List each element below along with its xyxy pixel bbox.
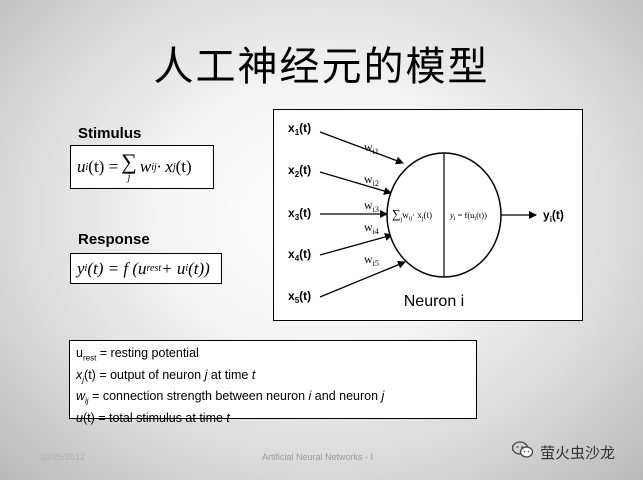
legend-line-1: urest = resting potential xyxy=(76,345,470,367)
eq-lhs-sub: i xyxy=(85,161,89,173)
legend-x-t: (t) xyxy=(84,367,96,382)
legend-w-sub: ij xyxy=(85,396,89,406)
legend-line1-text: = resting potential xyxy=(96,346,199,360)
resp-u-sub: i xyxy=(185,263,189,274)
legend-i: i xyxy=(308,389,312,403)
eq-w: w xyxy=(139,157,152,176)
resp-lhs-sub: i xyxy=(84,263,88,274)
weight-label-4: wi4 xyxy=(364,220,379,236)
sum-index: j xyxy=(127,172,131,183)
legend-x-sub: j xyxy=(82,375,85,384)
legend-line-2: xj(t) = output of neuron j at time t xyxy=(76,367,470,389)
legend-line3-text: = connection strength between neuron xyxy=(88,389,309,403)
input-arrow-2 xyxy=(319,171,392,195)
input-label-3: x3(t) xyxy=(288,206,311,222)
eq-lhs: u xyxy=(77,157,86,176)
neuron-label: Neuron i xyxy=(404,293,464,310)
weight-label-2: wi2 xyxy=(364,172,379,188)
legend-u2: u xyxy=(76,410,83,425)
slide-title: 人工神经元的模型 xyxy=(153,44,490,90)
eq-x-sub: j xyxy=(172,161,176,173)
legend-line-3: wij = connection strength between neuron… xyxy=(76,388,470,410)
legend-j: j xyxy=(204,367,208,382)
input-arrow-4 xyxy=(319,233,393,256)
wechat-icon xyxy=(511,441,534,463)
legend-line2-text: = output of neuron xyxy=(95,367,205,382)
eq-dot: · x xyxy=(156,157,173,176)
legend-u-t: (t) xyxy=(82,410,95,425)
eq-rhs-end: (t) xyxy=(175,157,192,176)
weight-label-1: wi1 xyxy=(364,140,379,156)
eq-w-sub: ij xyxy=(151,161,157,173)
response-label: Response xyxy=(78,231,150,248)
legend-t2: t xyxy=(226,410,230,425)
output-label: yi(t) xyxy=(543,208,564,224)
legend-x: x xyxy=(76,367,83,382)
legend-t: t xyxy=(251,367,256,382)
neuron-diagram-svg: x1(t) x2(t) x3(t) x4(t) x5(t) wi1 wi2 wi… xyxy=(288,121,564,310)
input-arrow-1 xyxy=(319,131,404,165)
legend-j2: j xyxy=(381,389,385,403)
legend-rest-sub: rest xyxy=(82,353,97,363)
legend-box: urest = resting potential xj(t) = output… xyxy=(69,340,477,425)
legend-line4-text: = total stimulus at time xyxy=(94,410,227,425)
resp-plus: + u xyxy=(161,258,186,278)
input-arrow-5 xyxy=(319,260,406,298)
legend-u: u xyxy=(76,346,83,360)
stimulus-label: Stimulus xyxy=(78,125,142,142)
resp-rhs-start: (t) = f (u xyxy=(87,258,147,278)
input-label-2: x2(t) xyxy=(288,163,311,179)
input-label-1: x1(t) xyxy=(288,121,311,137)
weight-label-3: wi3 xyxy=(364,198,379,214)
resp-rest-sub: rest xyxy=(146,263,162,274)
legend-and-neuron: and neuron xyxy=(311,389,382,403)
input-label-4: x4(t) xyxy=(288,247,311,263)
footer-date: 10/25/2012 xyxy=(40,452,86,462)
sum-sign: ∑ xyxy=(121,149,137,174)
resp-lhs: y xyxy=(77,258,85,278)
neuron-sum-expression: ∑jwij· xj(t) xyxy=(392,207,432,223)
eq-rhs-start: (t) = xyxy=(88,157,119,176)
weight-label-5: wi5 xyxy=(364,252,379,268)
resp-rhs-end: (t)) xyxy=(188,258,210,278)
watermark-text: 萤火虫沙龙 xyxy=(540,443,616,462)
watermark: 萤火虫沙龙 xyxy=(511,441,616,463)
neuron-activation-expression: yi = f(ui(t)) xyxy=(449,210,487,222)
footer-title: Artificial Neural Networks - I xyxy=(262,452,374,462)
input-label-5: x5(t) xyxy=(288,289,311,305)
legend-at-time: at time xyxy=(207,367,252,382)
neuron-diagram: x1(t) x2(t) x3(t) x4(t) x5(t) wi1 wi2 wi… xyxy=(273,109,583,321)
sum-symbol: ∑ j xyxy=(121,151,137,183)
legend-line-4: u(t) = total stimulus at time t xyxy=(76,410,470,427)
legend-w: w xyxy=(76,389,86,403)
